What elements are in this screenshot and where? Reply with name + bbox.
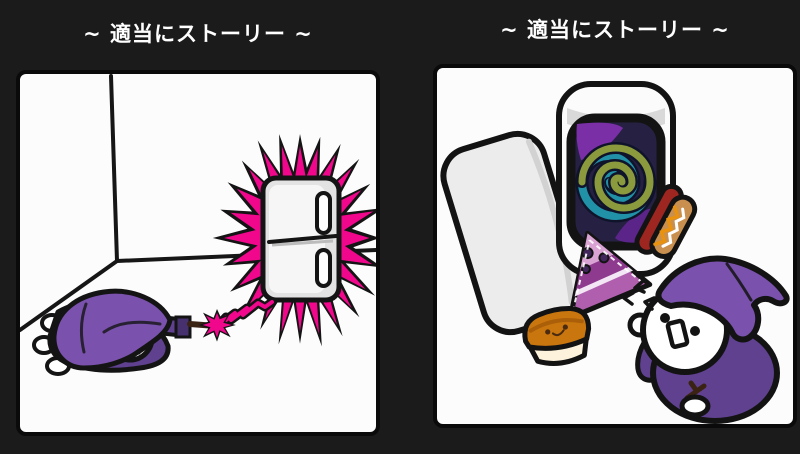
wizard-foot xyxy=(679,394,711,418)
mustard-zigzag xyxy=(653,205,680,247)
berry xyxy=(598,252,610,264)
panel-title-right: ~ 適当にストーリー ~ xyxy=(500,18,730,42)
comic-panel-left xyxy=(16,70,380,436)
refrigerator xyxy=(260,175,342,303)
portal-purple-wedge xyxy=(576,122,623,160)
right-scene xyxy=(440,81,790,424)
wizard-surprised xyxy=(622,255,790,424)
panel-title-left: ~ 適当にストーリー ~ xyxy=(83,22,313,46)
open-mouth xyxy=(665,318,690,349)
wizard-knocked-out xyxy=(32,288,219,376)
mayo-zigzag xyxy=(661,207,686,248)
fridge-handle-bottom xyxy=(315,248,332,288)
fridge-divider xyxy=(271,239,334,247)
swirl-portal xyxy=(566,113,666,251)
left-scene xyxy=(20,74,376,376)
magic-bolt xyxy=(198,297,277,342)
hat-crease xyxy=(725,262,753,302)
surprised-face xyxy=(660,313,700,349)
wizard-hat xyxy=(655,255,790,343)
wizard-cuff xyxy=(174,315,192,339)
fridge-handle-top xyxy=(315,191,332,235)
comic-panel-right xyxy=(433,64,797,428)
hotdog xyxy=(634,183,698,259)
sweat-marks xyxy=(622,279,656,311)
pudding-face xyxy=(545,324,568,337)
pudding-with-face xyxy=(522,305,592,366)
hat-crease xyxy=(79,302,162,354)
portal-spiral xyxy=(575,142,657,223)
wand-spark xyxy=(202,313,232,338)
